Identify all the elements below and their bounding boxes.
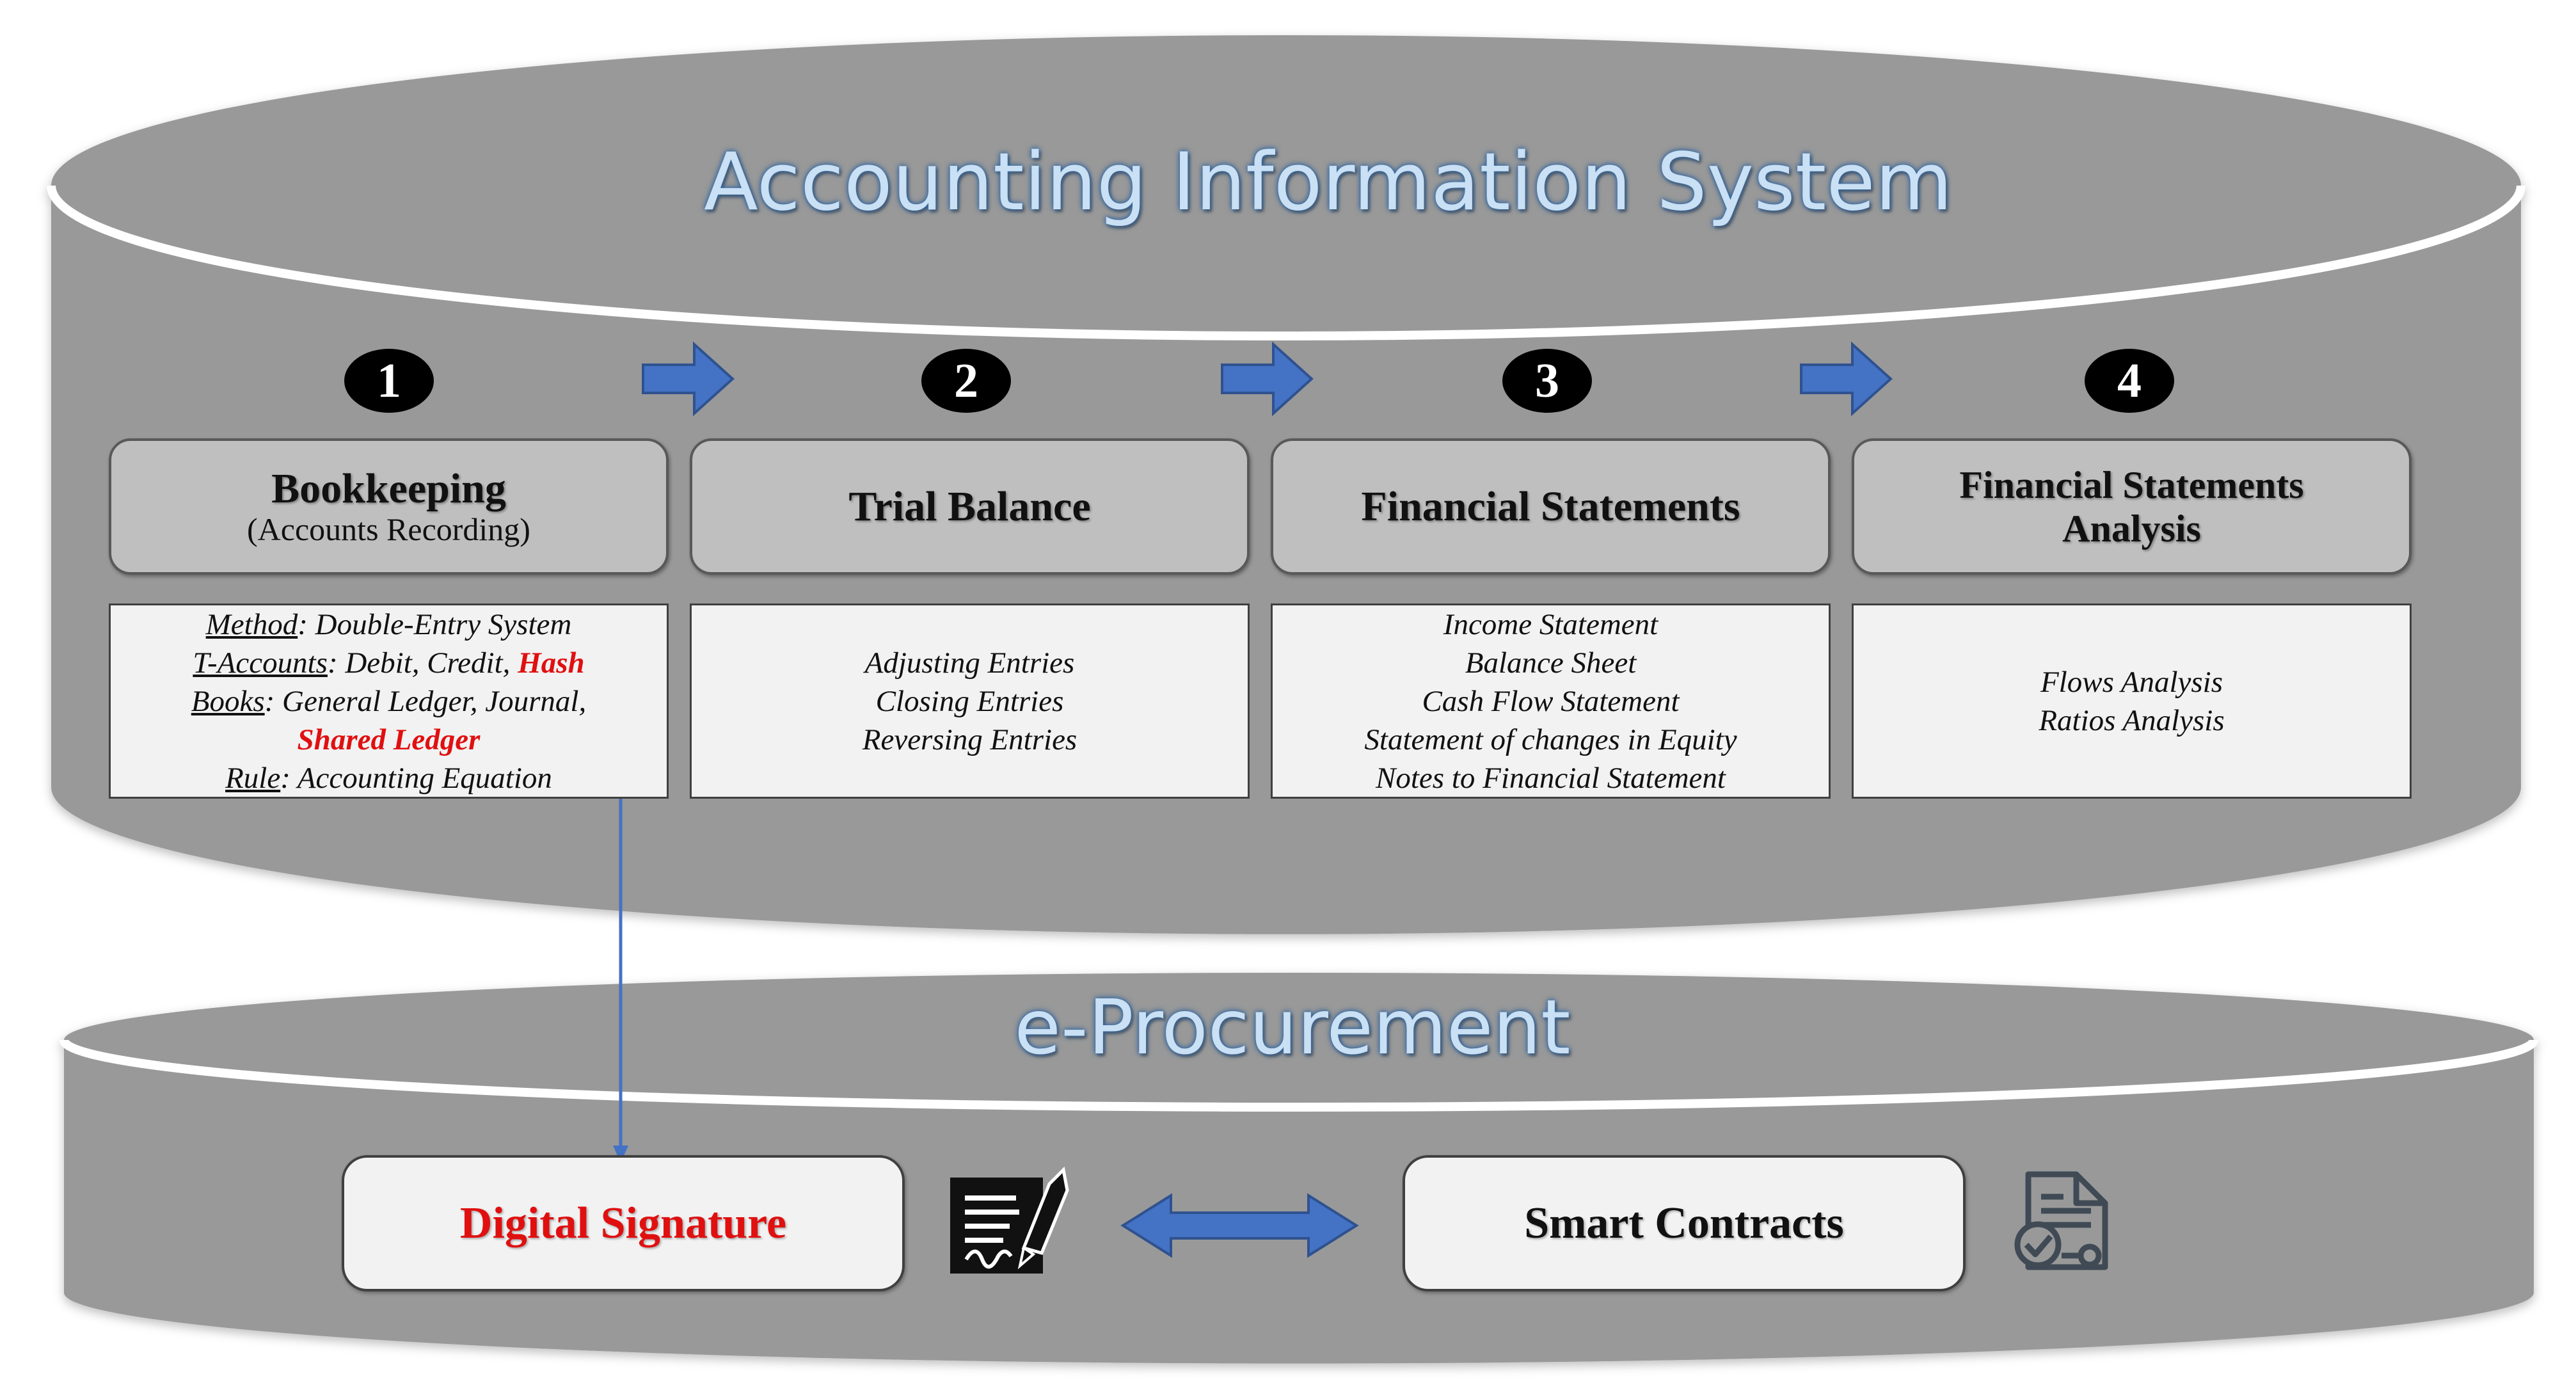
detail-line-books-highlight: Shared Ledger xyxy=(298,721,481,759)
step-header-fs-analysis: Financial Statements Analysis xyxy=(1852,438,2412,575)
step-subheading: (Accounts Recording) xyxy=(247,511,530,547)
detail-item: Notes to Financial Statement xyxy=(1376,761,1726,795)
step-heading: Trial Balance xyxy=(848,483,1091,530)
detail-line-books: Books: General Ledger, Journal, xyxy=(191,682,586,721)
step-details-bookkeeping: Method: Double-Entry System T-Accounts: … xyxy=(109,603,669,799)
step-number-3: 3 xyxy=(1502,349,1592,413)
flow-arrow-3-4 xyxy=(1800,341,1893,417)
step-details-financial-statements: Income Statement Balance Sheet Cash Flow… xyxy=(1271,603,1831,799)
step-heading-line1: Financial Statements xyxy=(1959,463,2304,506)
detail-item: Income Statement xyxy=(1443,607,1658,641)
detail-line-method: Method: Double-Entry System xyxy=(206,605,572,644)
detail-item: Adjusting Entries xyxy=(864,646,1075,680)
smart-contracts-box: Smart Contracts xyxy=(1403,1155,1966,1291)
detail-item: Ratios Analysis xyxy=(2039,703,2225,737)
step-details-trial-balance: Adjusting Entries Closing Entries Revers… xyxy=(690,603,1250,799)
taccounts-value: : Debit, Credit, xyxy=(327,646,518,680)
detail-item: Closing Entries xyxy=(875,684,1064,718)
digital-signature-box: Digital Signature xyxy=(342,1155,905,1291)
contract-check-icon xyxy=(2014,1171,2108,1270)
method-label: Method xyxy=(205,607,298,641)
detail-item: Cash Flow Statement xyxy=(1422,684,1680,718)
detail-item: Reversing Entries xyxy=(862,723,1077,756)
detail-item: Flows Analysis xyxy=(2040,665,2223,699)
step-header-trial-balance: Trial Balance xyxy=(690,438,1250,575)
detail-line-rule: Rule: Accounting Equation xyxy=(225,759,552,797)
step-header-financial-statements: Financial Statements xyxy=(1271,438,1831,575)
books-value: : General Ledger, Journal, xyxy=(264,684,587,718)
detail-item: Statement of changes in Equity xyxy=(1364,723,1737,756)
rule-label: Rule xyxy=(225,761,281,795)
method-value: : Double-Entry System xyxy=(298,607,572,641)
detail-line-taccounts: T-Accounts: Debit, Credit, Hash xyxy=(193,644,584,682)
taccounts-label: T-Accounts xyxy=(193,646,328,680)
flow-arrow-1-2 xyxy=(642,341,735,417)
taccounts-highlight: Hash xyxy=(518,646,585,680)
eproc-title: e-Procurement xyxy=(1014,983,1571,1071)
step-heading: Bookkeeping xyxy=(271,465,506,512)
step-number-4: 4 xyxy=(2085,349,2174,413)
step-header-bookkeeping: Bookkeeping (Accounts Recording) xyxy=(109,438,669,575)
step-heading: Financial Statements xyxy=(1361,483,1740,530)
step-number-1: 1 xyxy=(344,349,434,413)
exchange-double-arrow xyxy=(1120,1193,1359,1258)
rule-value: : Accounting Equation xyxy=(280,761,552,795)
ais-title: Accounting Information System xyxy=(704,136,1953,228)
books-label: Books xyxy=(191,684,265,718)
detail-item: Balance Sheet xyxy=(1465,646,1637,680)
step-details-fs-analysis: Flows Analysis Ratios Analysis xyxy=(1852,603,2412,799)
flow-arrow-2-3 xyxy=(1221,341,1314,417)
step-heading-line2: Analysis xyxy=(2062,507,2201,550)
signed-document-icon xyxy=(950,1166,1069,1274)
step-number-2: 2 xyxy=(921,349,1011,413)
books-highlight: Shared Ledger xyxy=(297,723,481,756)
